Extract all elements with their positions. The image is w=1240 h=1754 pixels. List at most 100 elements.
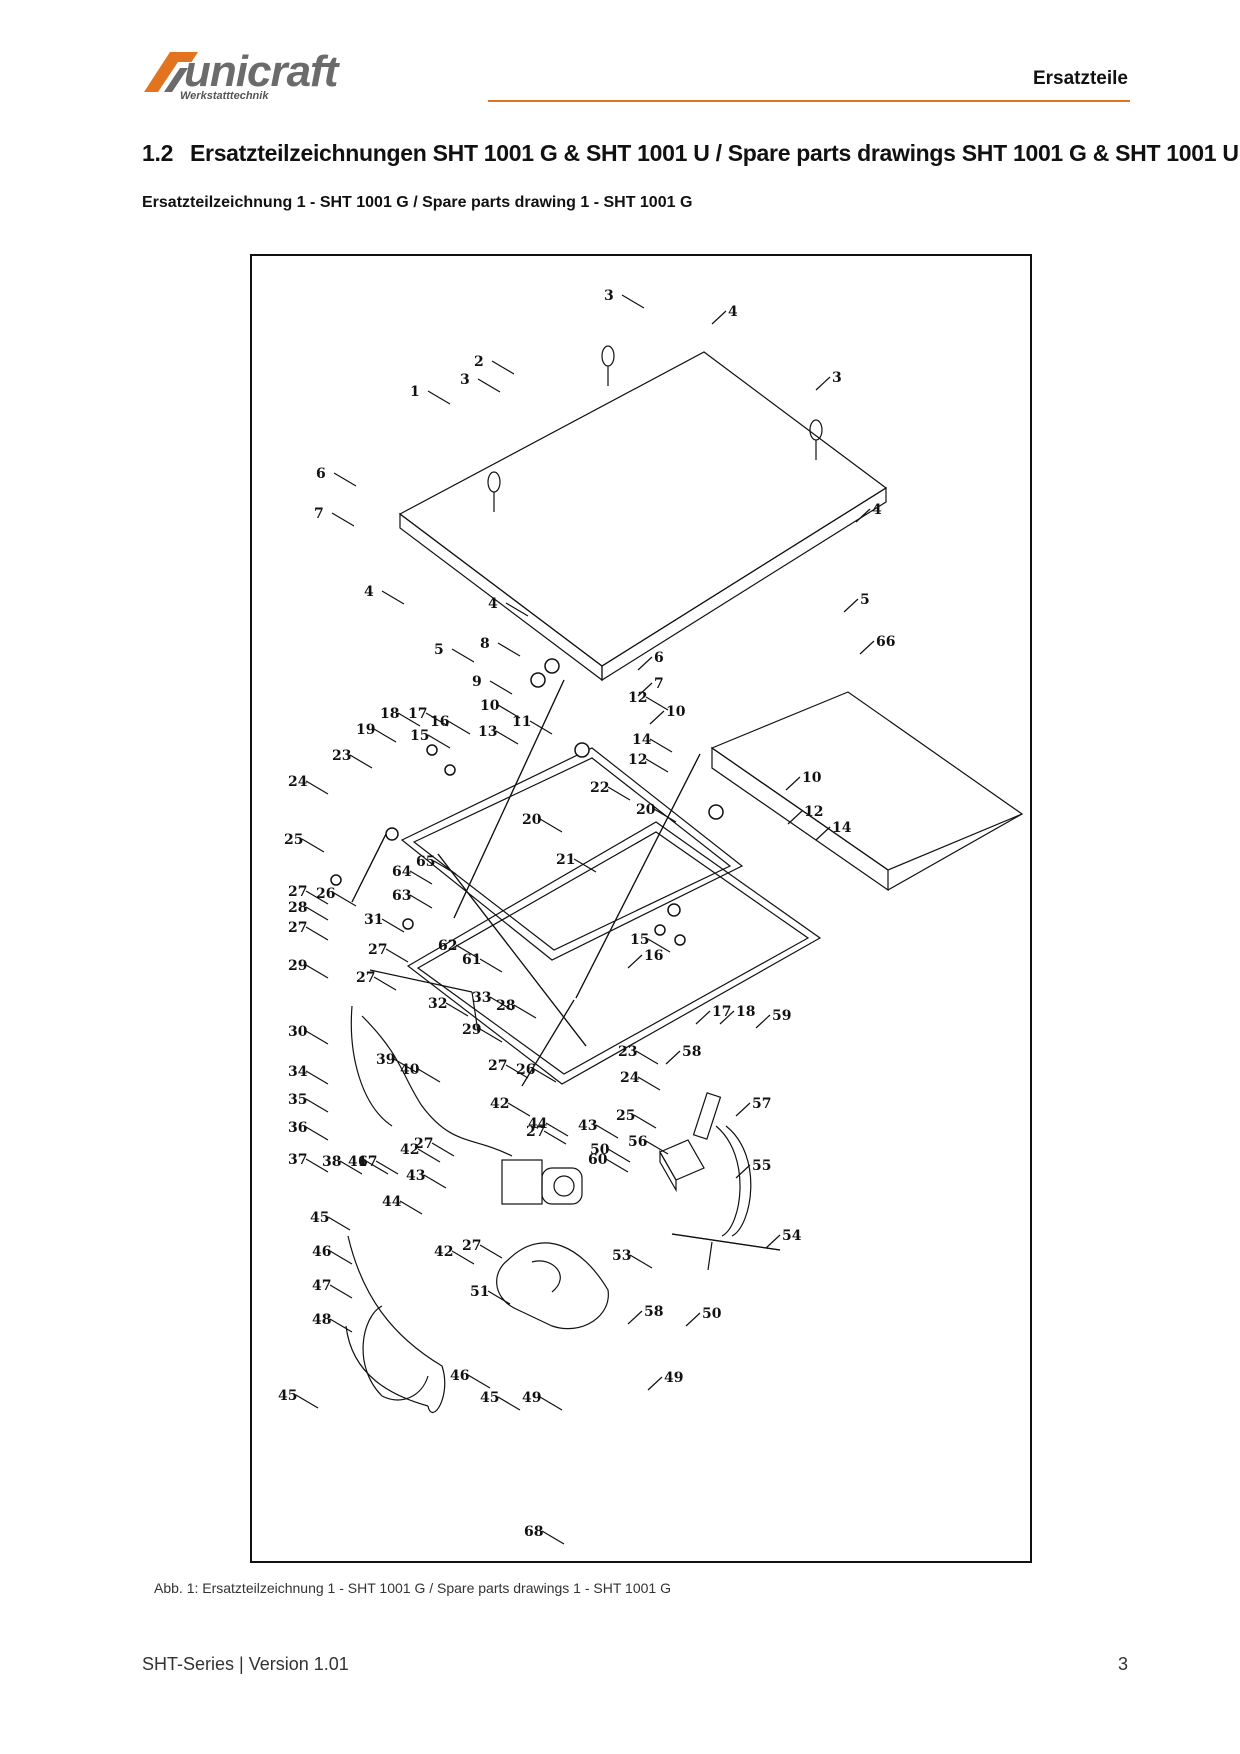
part-label-15: 15 [630, 932, 649, 948]
leader-line [375, 1160, 399, 1175]
leader-line [393, 1058, 417, 1073]
part-label-23: 23 [618, 1044, 637, 1060]
part-label-5: 5 [434, 642, 444, 658]
leader-line [479, 958, 503, 973]
leader-line [417, 1068, 441, 1083]
leader-line [647, 938, 671, 953]
logo-wordmark: unicraft [184, 47, 338, 96]
leader-line [541, 1530, 565, 1545]
leader-line [497, 704, 521, 719]
leader-line [305, 1070, 329, 1085]
footer-version: SHT-Series | Version 1.01 [142, 1654, 349, 1674]
part-label-42: 42 [490, 1096, 509, 1112]
part-label-18: 18 [736, 1004, 755, 1020]
leader-line [489, 680, 513, 695]
leader-line [409, 894, 433, 909]
part-label-49: 49 [522, 1390, 541, 1406]
leader-line [735, 1164, 751, 1179]
part-label-43: 43 [578, 1118, 597, 1134]
leader-line [373, 976, 397, 991]
leader-line [451, 648, 475, 663]
leader-line [397, 712, 421, 727]
leader-line [305, 1126, 329, 1141]
leader-line [451, 1250, 475, 1265]
leader-line [365, 1160, 389, 1175]
leader-line [385, 948, 409, 963]
bearings [330, 658, 724, 946]
drawing-subheading: Ersatzteilzeichnung 1 - SHT 1001 G / Spa… [142, 194, 693, 211]
leader-line [755, 1014, 771, 1029]
leader-line [349, 754, 373, 769]
part-label-42: 42 [400, 1142, 419, 1158]
leader-line [497, 1396, 521, 1411]
leader-line [543, 1130, 567, 1145]
part-label-31: 31 [364, 912, 383, 928]
leader-line [787, 810, 803, 825]
leader-line [505, 602, 529, 617]
brand-logo: unicraft Werkstatttechnik [140, 44, 380, 106]
leader-line [665, 1050, 681, 1065]
leader-line [339, 1160, 363, 1175]
part-label-57: 57 [752, 1096, 771, 1112]
leader-line [735, 1102, 751, 1117]
part-label-8: 8 [480, 636, 490, 652]
table-top [398, 351, 888, 682]
part-label-3: 3 [460, 372, 470, 388]
part-label-27: 27 [288, 920, 307, 936]
leader-line [815, 826, 831, 841]
scissor-arms [437, 679, 701, 1047]
leader-line [423, 1174, 447, 1189]
hydraulic-hoses [345, 969, 513, 1413]
part-label-36: 36 [288, 1120, 307, 1136]
part-label-58: 58 [644, 1304, 663, 1320]
leader-line [479, 1028, 503, 1043]
part-label-27: 27 [288, 884, 307, 900]
scissor-frame [400, 747, 744, 961]
leader-line [333, 892, 357, 907]
part-label-12: 12 [628, 690, 647, 706]
part-label-62: 62 [438, 938, 457, 954]
leader-line [409, 870, 433, 885]
part-label-25: 25 [284, 832, 303, 848]
part-label-6: 6 [654, 650, 664, 666]
part-label-54: 54 [782, 1228, 802, 1244]
leader-line [533, 1068, 557, 1083]
leader-line [295, 1394, 319, 1409]
leader-line [529, 720, 553, 735]
part-label-38: 38 [322, 1154, 341, 1170]
leader-line [433, 860, 457, 875]
part-label-43: 43 [406, 1168, 425, 1184]
part-label-42: 42 [434, 1244, 453, 1260]
ramp-plate [710, 691, 1024, 892]
part-label-50: 50 [702, 1306, 722, 1322]
part-label-27: 27 [526, 1124, 545, 1140]
leader-line [507, 1102, 531, 1117]
part-label-4: 4 [728, 304, 738, 320]
leader-line [329, 1284, 353, 1299]
part-label-26: 26 [516, 1062, 535, 1078]
part-label-60: 60 [588, 1152, 608, 1168]
part-label-19: 19 [356, 722, 375, 738]
part-label-49: 49 [664, 1370, 683, 1386]
hydraulic-cylinder-icon [351, 833, 575, 1087]
leader-line [649, 738, 673, 753]
leader-line [635, 1050, 659, 1065]
leader-line [329, 1318, 353, 1333]
leader-line [425, 712, 449, 727]
part-label-18: 18 [380, 706, 399, 722]
motor-cover [496, 1242, 609, 1330]
part-label-12: 12 [628, 752, 647, 768]
part-label-55: 55 [752, 1158, 771, 1174]
leader-line [637, 1076, 661, 1091]
leader-line [605, 1158, 629, 1173]
leader-line [305, 780, 329, 795]
leader-line [305, 1158, 329, 1173]
logo-subtitle: Werkstatttechnik [180, 90, 269, 102]
part-label-20: 20 [522, 812, 542, 828]
leader-line [621, 294, 645, 309]
leader-line [305, 926, 329, 941]
part-label-29: 29 [462, 1022, 481, 1038]
exploded-view-drawing: 1233344445566778910101011121212131414151… [278, 288, 1024, 1545]
